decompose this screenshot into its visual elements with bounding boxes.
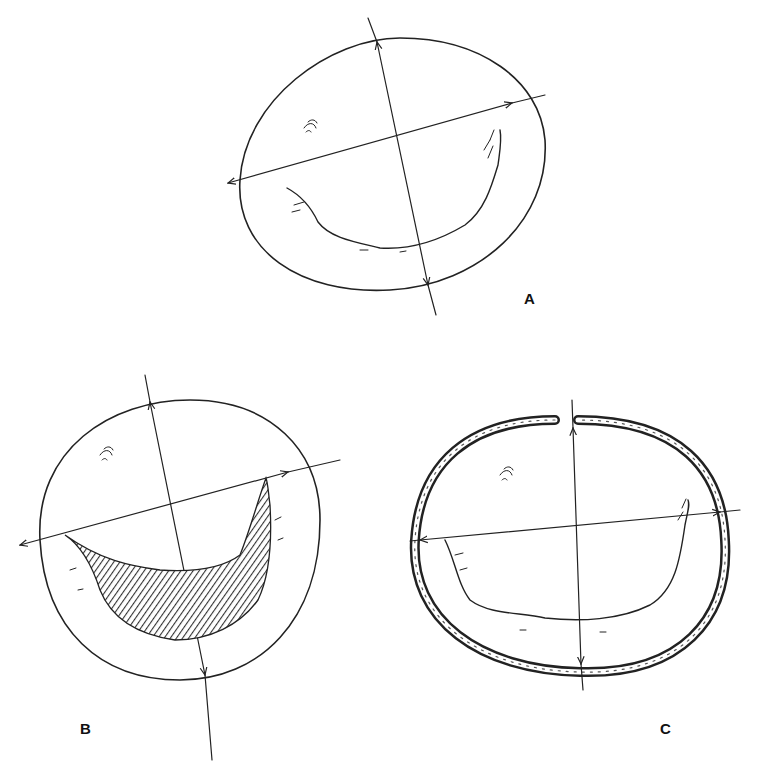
figure-a (228, 18, 545, 315)
figure-letter: A (524, 290, 535, 307)
figure-letter: C (660, 720, 671, 737)
figure-letter: B (80, 720, 91, 737)
figure-b (20, 375, 340, 760)
figure-c (410, 400, 740, 690)
